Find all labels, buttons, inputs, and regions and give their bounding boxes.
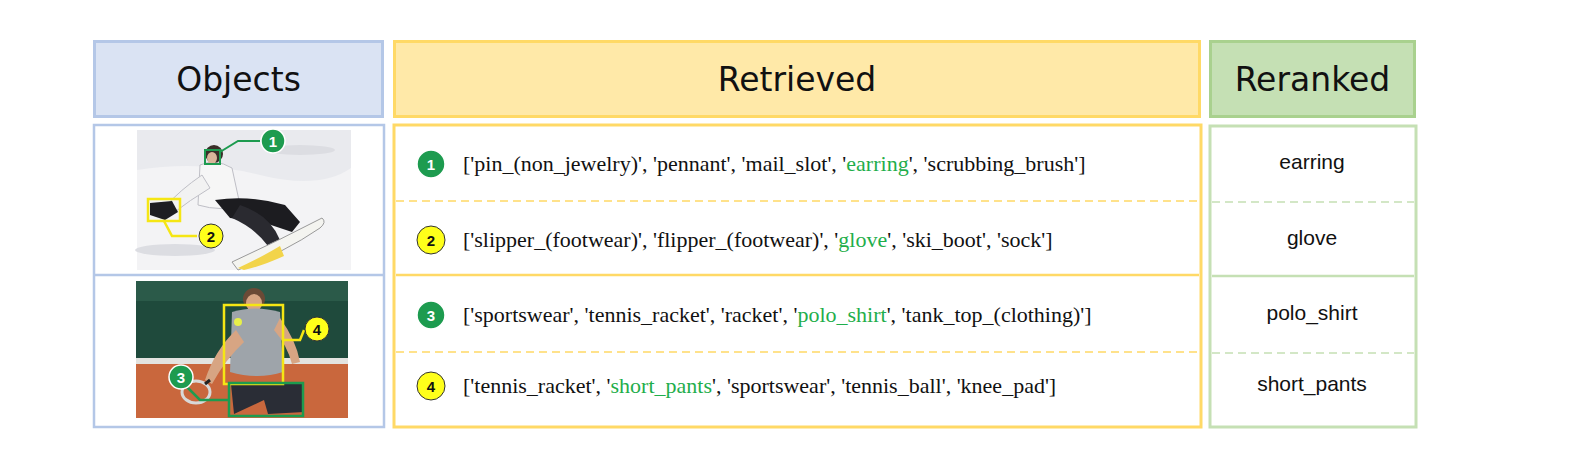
row-divider	[396, 200, 1199, 202]
reranked-class: glove	[1287, 226, 1337, 250]
callout-number: 4	[313, 321, 321, 338]
reranked-class: short_pants	[1257, 372, 1367, 396]
tennis-photo	[136, 281, 348, 418]
callout-circle: 4	[415, 370, 447, 402]
column-header: Reranked	[1209, 40, 1416, 118]
column-header: Objects	[93, 40, 384, 118]
row-divider	[396, 274, 1199, 277]
row-divider	[94, 274, 384, 277]
highlighted-class: short_pants	[611, 373, 712, 398]
callout-circle: 2	[415, 224, 447, 256]
column-header: Retrieved	[393, 40, 1201, 118]
callout-number: 1	[427, 156, 435, 173]
retrieved-panel	[394, 125, 1201, 427]
callout-number: 2	[427, 232, 435, 249]
callout-number: 3	[177, 369, 185, 386]
header-text: Retrieved	[718, 60, 877, 99]
reranked-panel	[1210, 126, 1416, 427]
callout-circle: 3	[167, 363, 195, 391]
highlighted-class: glove	[838, 227, 887, 252]
callout-number: 3	[427, 307, 435, 324]
row-divider	[396, 351, 1199, 353]
callout-circle: 3	[415, 299, 447, 331]
snowboard-photo	[135, 130, 351, 270]
objects-panel	[94, 125, 384, 427]
retrieved-list: ['slipper_(footwear)', 'flipper_(footwea…	[463, 227, 1053, 253]
retrieved-list: ['tennis_racket', 'short_pants', 'sports…	[463, 373, 1056, 399]
header-text: Reranked	[1235, 60, 1391, 99]
row-divider	[1212, 275, 1414, 278]
highlighted-class: polo_shirt	[797, 302, 886, 327]
callout-circle: 1	[259, 127, 287, 155]
highlighted-class: earring	[846, 151, 908, 176]
callout-circle: 4	[303, 315, 331, 343]
row-divider	[1212, 201, 1414, 203]
callout-circle: 2	[197, 222, 225, 250]
header-text: Objects	[176, 60, 301, 99]
callout-circle: 1	[415, 148, 447, 180]
callout-number: 2	[207, 228, 215, 245]
row-divider	[1212, 352, 1414, 354]
callout-number: 4	[427, 378, 435, 395]
retrieved-list: ['pin_(non_jewelry)', 'pennant', 'mail_s…	[463, 151, 1086, 177]
retrieved-list: ['sportswear', 'tennis_racket', 'racket'…	[463, 302, 1092, 328]
callout-number: 1	[269, 133, 277, 150]
reranked-class: earring	[1279, 150, 1344, 174]
reranked-class: polo_shirt	[1266, 301, 1357, 325]
